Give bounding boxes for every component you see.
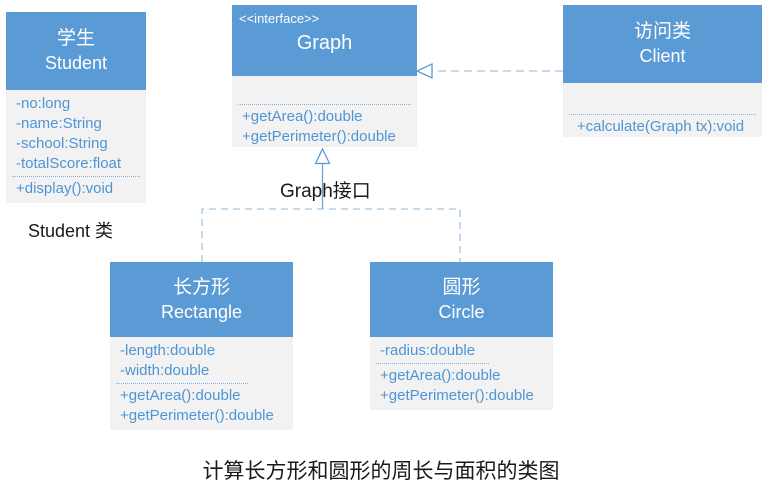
circle-attribute: -radius:double xyxy=(380,342,476,359)
rectangle-method: +getArea():double xyxy=(120,387,241,404)
member-separator xyxy=(116,383,248,384)
student-attribute: -school:String xyxy=(16,135,108,152)
graph-method: +getPerimeter():double xyxy=(242,128,396,145)
circle-name-en: Circle xyxy=(438,301,485,322)
student-method: +display():void xyxy=(16,180,114,197)
class-box-client: 访问类 Client +calculate(Graph tx):void xyxy=(563,5,762,137)
student-note-label: Student 类 xyxy=(28,221,114,241)
member-separator xyxy=(12,176,140,177)
member-separator xyxy=(569,114,756,115)
rectangle-attribute: -length:double xyxy=(120,342,216,359)
graph-stereotype: <<interface>> xyxy=(239,11,320,26)
client-graph-hollow-triangle-icon xyxy=(415,62,433,80)
client-name-cn: 访问类 xyxy=(633,21,691,42)
realization-dashed-branches xyxy=(201,208,461,262)
student-attribute: -name:String xyxy=(16,115,102,132)
student-name-en: Student xyxy=(44,53,108,73)
rectangle-name-en: Rectangle xyxy=(160,301,243,322)
class-box-circle: 圆形 Circle -radius:double +getArea():doub… xyxy=(370,262,553,410)
rectangle-header: 长方形 Rectangle xyxy=(110,262,293,337)
client-body: +calculate(Graph tx):void xyxy=(563,83,762,137)
class-box-rectangle: 长方形 Rectangle -length:double -width:doub… xyxy=(110,262,293,430)
client-header: 访问类 Client xyxy=(563,5,762,83)
circle-header: 圆形 Circle xyxy=(370,262,553,337)
circle-method: +getArea():double xyxy=(380,367,501,384)
member-separator xyxy=(238,104,411,105)
rectangle-method: +getPerimeter():double xyxy=(120,407,274,424)
circle-method: +getPerimeter():double xyxy=(380,387,534,404)
student-header: 学生 Student xyxy=(6,12,146,90)
rectangle-attribute: -width:double xyxy=(120,362,210,379)
graph-header: <<interface>> Graph xyxy=(232,5,417,76)
student-attribute: -no:long xyxy=(16,95,71,112)
client-method: +calculate(Graph tx):void xyxy=(576,118,745,135)
student-attribute: -totalScore:float xyxy=(16,155,122,172)
class-box-graph: <<interface>> Graph +getArea():double +g… xyxy=(232,5,417,147)
graph-note-label: Graph接口 xyxy=(280,181,371,202)
graph-name-en: Graph xyxy=(296,32,353,54)
circle-body: -radius:double +getArea():double +getPer… xyxy=(370,337,553,410)
empty-attributes-section xyxy=(232,80,417,102)
member-separator xyxy=(376,363,490,364)
graph-method: +getArea():double xyxy=(242,108,363,125)
student-body: -no:long -name:String -school:String -to… xyxy=(6,90,146,203)
empty-attributes-section xyxy=(563,87,762,112)
client-name-en: Client xyxy=(639,46,686,66)
class-box-student: 学生 Student -no:long -name:String -school… xyxy=(6,12,146,203)
graph-body: +getArea():double +getPerimeter():double xyxy=(232,76,417,147)
rectangle-name-cn: 长方形 xyxy=(172,276,230,298)
diagram-caption: 计算长方形和圆形的周长与面积的类图 xyxy=(202,459,560,483)
student-name-cn: 学生 xyxy=(56,28,95,49)
realization-hollow-triangle-icon xyxy=(314,147,331,165)
circle-name-cn: 圆形 xyxy=(442,276,481,298)
rectangle-body: -length:double -width:double +getArea():… xyxy=(110,337,293,430)
